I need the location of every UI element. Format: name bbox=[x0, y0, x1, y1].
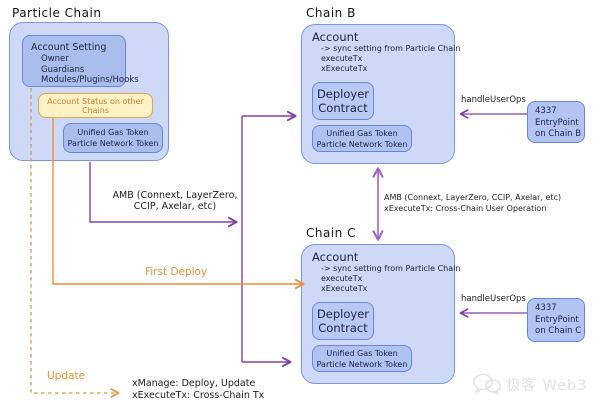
token-line: Unified Gas Token bbox=[326, 128, 398, 138]
particle-chain-title: Particle Chain bbox=[12, 6, 102, 20]
chain-b-account: Account -> sync setting from Particle Ch… bbox=[312, 30, 460, 74]
watermark-text: 极客 Web3 bbox=[506, 377, 588, 394]
chain-c-deployer-box: Deployer Contract bbox=[312, 302, 374, 340]
chain-b-title: Chain B bbox=[306, 6, 356, 20]
wechat-icon bbox=[473, 373, 501, 395]
amb-left-label: AMB (Connext, LayerZero, CCIP, Axelar, e… bbox=[95, 190, 255, 212]
account-setting-title: Account Setting bbox=[31, 42, 107, 53]
token-line: Unified Gas Token bbox=[77, 128, 149, 137]
entrypoint-c-box: 4337 EntryPoint on Chain C bbox=[527, 298, 585, 342]
chain-b-deployer-box: Deployer Contract bbox=[312, 82, 374, 120]
entrypoint-line: EntryPoint bbox=[535, 117, 579, 128]
amb-left-line2: CCIP, Axelar, etc) bbox=[133, 201, 217, 212]
amb-right-line1: AMB (Connext, LayerZero, CCIP, Axelar, e… bbox=[384, 193, 562, 202]
deployer-line: Contract bbox=[318, 101, 368, 115]
account-status-box: Account Status on other Chains bbox=[38, 93, 153, 118]
entrypoint-line: 4337 bbox=[535, 303, 557, 313]
watermark: 极客 Web3 bbox=[472, 372, 587, 396]
chain-c-account: Account -> sync setting from Particle Ch… bbox=[312, 250, 460, 294]
chain-b-account-line: -> sync setting from Particle Chain bbox=[321, 44, 461, 53]
chain-c-account-line: -> sync setting from Particle Chain bbox=[321, 264, 461, 273]
deployer-line: Contract bbox=[318, 321, 368, 335]
chain-b-token-box: Unified Gas Token Particle Network Token bbox=[312, 125, 412, 152]
entrypoint-line: EntryPoint bbox=[535, 314, 579, 325]
deployer-line: Deployer bbox=[316, 307, 370, 321]
chain-c-token-box: Unified Gas Token Particle Network Token bbox=[312, 345, 412, 372]
amb-right-line2: xExecuteTx: Cross-Chain User Operation bbox=[384, 204, 547, 213]
chain-c-title: Chain C bbox=[306, 226, 356, 240]
entrypoint-line: 4337 bbox=[535, 106, 557, 116]
update-label: Update bbox=[47, 370, 86, 382]
entrypoint-line: on Chain B bbox=[535, 129, 582, 139]
token-line: Particle Network Token bbox=[67, 139, 159, 148]
chain-c-account-title: Account bbox=[312, 250, 359, 264]
first-deploy-label: First Deploy bbox=[145, 266, 208, 278]
token-line: Particle Network Token bbox=[316, 359, 408, 369]
handle-user-ops-c-label: handleUserOps bbox=[461, 294, 526, 304]
account-setting-item: Guardians bbox=[41, 64, 85, 75]
xmanage-line2: xExecuteTx: Cross-Chain Tx bbox=[132, 390, 265, 401]
xmanage-line1: xManage: Deploy, Update bbox=[132, 378, 256, 389]
account-setting-box: Account Setting Owner Guardians Modules/… bbox=[22, 35, 139, 87]
chain-b-account-line: executeTx bbox=[321, 54, 363, 63]
account-status-label: Account Status on other Chains bbox=[47, 96, 144, 115]
xmanage-label: xManage: Deploy, Update xExecuteTx: Cros… bbox=[132, 378, 264, 402]
entrypoint-b-box: 4337 EntryPoint on Chain B bbox=[527, 101, 585, 143]
chain-b-account-line: xExecuteTx bbox=[321, 64, 368, 73]
token-line: Particle Network Token bbox=[316, 139, 408, 149]
deployer-line: Deployer bbox=[316, 87, 370, 101]
amb-right-label: AMB (Connext, LayerZero, CCIP, Axelar, e… bbox=[384, 192, 561, 214]
chain-c-account-line: xExecuteTx bbox=[321, 284, 368, 293]
entrypoint-line: on Chain C bbox=[535, 326, 582, 336]
chain-b-account-title: Account bbox=[312, 30, 359, 44]
token-line: Unified Gas Token bbox=[326, 348, 398, 358]
amb-left-line1: AMB (Connext, LayerZero, bbox=[112, 190, 238, 201]
account-setting-item: Modules/Plugins/Hooks bbox=[41, 75, 139, 85]
account-setting-item: Owner bbox=[41, 54, 69, 64]
handle-user-ops-b-label: handleUserOps bbox=[461, 95, 526, 105]
chain-c-account-line: executeTx bbox=[321, 274, 363, 283]
particle-token-box: Unified Gas Token Particle Network Token bbox=[63, 123, 163, 153]
